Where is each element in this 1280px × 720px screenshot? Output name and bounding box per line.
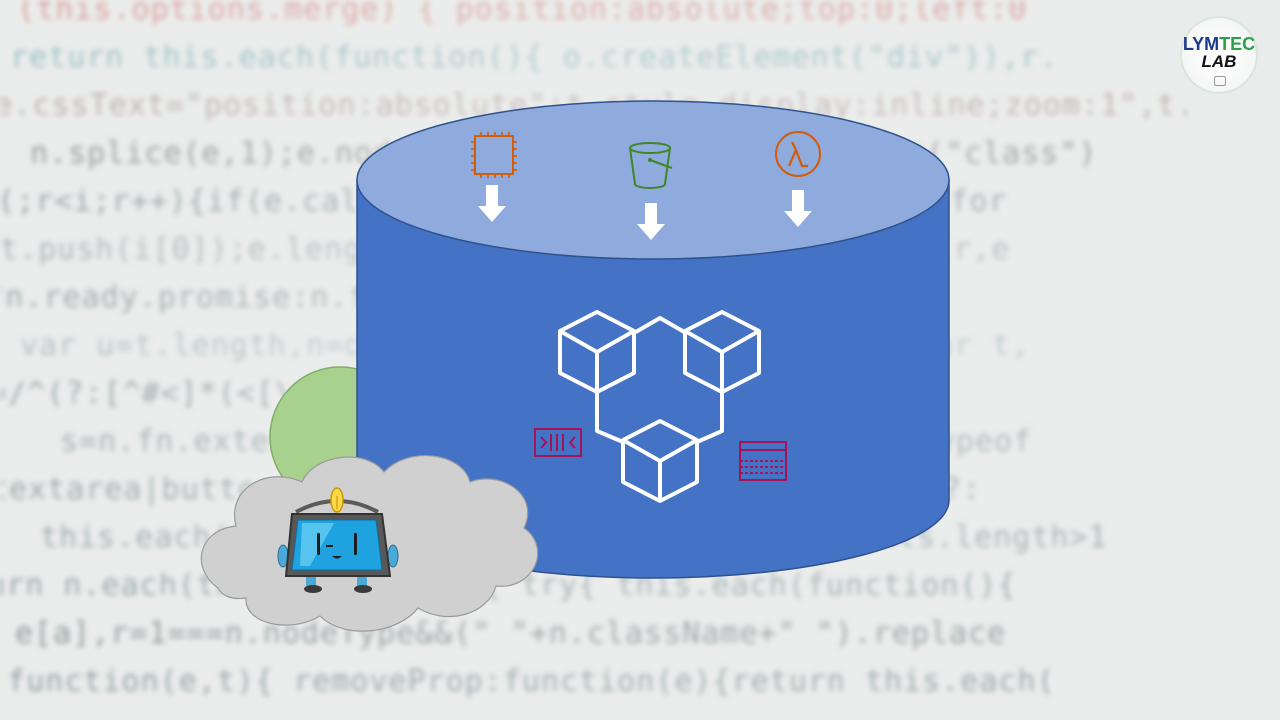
- records-icon: [739, 441, 787, 481]
- blockchain-cubes-icon: [558, 310, 761, 503]
- logo-bottom-text: LAB: [1201, 52, 1237, 71]
- robot-mascot-icon: [277, 487, 399, 593]
- ec2-chip-icon: [471, 132, 517, 178]
- logo-top-accent: TEC: [1219, 34, 1256, 54]
- lymtec-lab-logo: LYMTEC LAB: [1180, 16, 1258, 94]
- arrows: [478, 185, 812, 240]
- logo-top-text: LYMTEC: [1180, 34, 1258, 55]
- s3-bucket-icon: [629, 142, 673, 189]
- logo-robot-icon: [1214, 76, 1226, 86]
- database-cylinder: [356, 100, 950, 579]
- lambda-icon: [775, 131, 821, 177]
- arrow-down-icon: [637, 203, 665, 240]
- arrow-down-icon: [784, 190, 812, 227]
- stream-icon: [534, 428, 582, 457]
- logo-top-main: LYM: [1182, 34, 1220, 54]
- arrow-down-icon: [478, 185, 506, 222]
